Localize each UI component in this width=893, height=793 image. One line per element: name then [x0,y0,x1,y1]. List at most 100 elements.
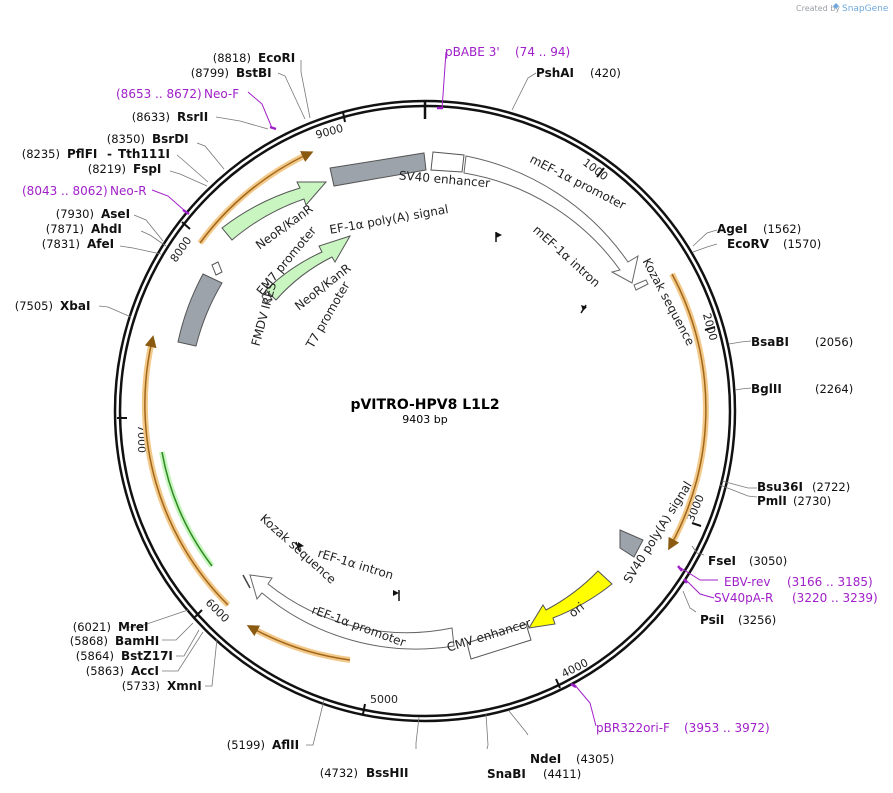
enzyme-position: (5863) [86,664,124,678]
enzyme-name: FseI [708,554,736,568]
feature-label: EF-1α poly(A) signal [328,202,449,237]
tick-mark [342,111,346,123]
enzyme-position: (5733) [122,679,160,693]
feature-ori-arrow [528,570,613,629]
enzyme-name: BglII [751,382,782,396]
primer-name: SV40pA-R [714,591,773,605]
enzyme-position: (6021) [73,620,111,634]
enzyme-position: (7871) [46,222,84,236]
primer-range: (8653 .. 8672) [116,87,202,101]
enzyme-separator: - [107,147,112,161]
enzyme-name: BsrDI [152,132,189,146]
orf-arc [668,273,707,551]
enzyme-name: MreI [118,620,148,634]
tick-mark [704,326,716,331]
enzyme-position: (4305) [576,752,614,766]
feature-block-white [430,151,465,173]
tick-mark [691,522,702,527]
primer-guide-lines [151,51,718,727]
primer-name: EBV-rev [724,575,770,589]
tick-mark [181,221,191,230]
feature-kozak-line [242,574,251,589]
enzyme-position: (2730) [793,494,831,508]
tick-label: 5000 [370,693,398,706]
primer-range: (3220 .. 3239) [792,591,878,605]
enzyme-name: AgeI [717,222,747,236]
enzyme-position: (4411) [543,767,581,781]
enzyme-position: (8219) [88,162,126,176]
enzyme-name: AccI [131,664,159,678]
feature-label: FMDV IRES [249,281,279,348]
feature-cmv-enhancer-block [466,623,532,660]
tick-mark [596,167,605,178]
enzyme-position: (8235) [22,147,60,161]
enzyme-name: BstBI [236,66,272,80]
enzyme-position: (2056) [815,335,853,349]
enzyme-position: (2264) [815,382,853,396]
tick-label: 2000 [700,312,720,342]
enzyme-position: (5868) [70,634,108,648]
enzyme-position: (4732) [320,766,358,780]
enzyme-name: PflFI [67,147,97,161]
enzyme-name: XbaI [60,299,90,313]
enzyme-name: AfeI [87,237,114,251]
enzyme-position: (7505) [15,299,53,313]
enzyme-guide-lines [98,60,758,750]
enzyme-name: AflII [272,738,299,752]
feature-neor-arrow-inner [265,235,352,301]
enzyme-name: RsrII [177,110,208,124]
enzyme-name: BamHI [115,634,159,648]
tick-label: 8000 [168,234,195,264]
enzyme-position: (8633) [132,110,170,124]
primer-labels: pBABE 3' (74 .. 94) (8653 .. 8672) Neo-F… [22,45,878,735]
feature-kozak-mark [633,279,649,291]
enzyme-name: FspI [133,162,161,176]
enzyme-position: (2722) [812,480,850,494]
primer-range: (74 .. 94) [515,45,570,59]
enzyme-position: (3256) [738,613,776,627]
enzyme-position: (8818) [213,51,251,65]
enzyme-position: (1562) [763,222,801,236]
intron-marker [393,590,400,601]
features [177,151,649,660]
enzyme-name: Tth111I [118,147,170,161]
primer-range: (3166 .. 3185) [787,575,873,589]
feature-sv40-enhancer-block [329,152,427,187]
enzyme-labels: (8818) EcoRI (8799) BstBI (8633) RsrII (… [15,51,854,781]
enzyme-name: PmlI [757,494,787,508]
plasmid-size: 9403 bp [402,413,447,426]
enzyme-position: (1570) [783,237,821,251]
feature-fmdv-ires-block [177,273,223,347]
primer-name: pBR322ori-F [596,721,670,735]
enzyme-position: (7930) [56,207,94,221]
enzyme-name: BssHII [366,766,408,780]
feature-neor-arrow-outer [221,181,328,241]
feature-ref-promoter-arrow [249,574,455,650]
feature-em7-block [211,261,223,276]
intron-marker [495,232,502,242]
enzyme-position: (5864) [76,649,114,663]
tick-mark [555,678,561,689]
enzyme-name: AseI [101,207,130,221]
enzyme-name: PshAI [536,66,574,80]
intron-marker [580,304,587,314]
tick-mark [194,609,203,618]
orf-arc [144,335,229,606]
orf-arcs [141,151,709,663]
enzyme-position: (5199) [227,738,265,752]
feature-t7-block [261,291,273,305]
enzyme-name: Bsu36I [757,480,803,494]
snapgene-logo-icon [833,3,839,9]
feature-label: Kozak sequence [640,256,698,348]
enzyme-name: BsaBI [751,335,789,349]
orf-arc [246,625,351,661]
primer-range: (8043 .. 8062) [22,184,108,198]
enzyme-name: SnaBI [487,767,526,781]
orf-arc-green [161,451,213,567]
enzyme-name: EcoRV [727,237,770,251]
intron-marker [295,541,304,553]
credit-prefix: Created by [796,4,840,13]
primer-name: Neo-F [204,87,239,101]
enzyme-name: BstZ17I [121,649,173,663]
orf-arc [199,151,314,244]
